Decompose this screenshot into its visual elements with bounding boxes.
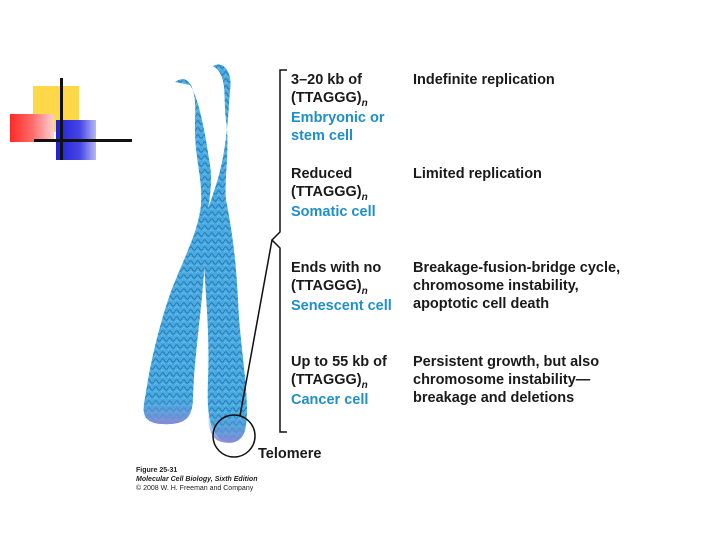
- row3-outcome: Breakage-fusion-bridge cycle, chromosome…: [413, 260, 621, 312]
- figure-book: Molecular Cell Biology, Sixth Edition: [136, 476, 258, 483]
- row4-cell-type: Cancer cell: [291, 392, 369, 408]
- figure-caption: Figure 25-31 Molecular Cell Biology, Six…: [136, 466, 257, 493]
- telomere-circle: [212, 414, 256, 458]
- figure-credit: © 2008 W. H. Freeman and Company: [136, 485, 254, 492]
- row4-outcome: Persistent growth, but also chromosome i…: [413, 354, 600, 406]
- row1-cell-type: Embryonic or stem cell: [291, 110, 385, 144]
- pointer-line: [239, 239, 273, 417]
- row4-condition: Up to 55 kb of (TTAGGG)n Cancer cell: [291, 354, 387, 408]
- decor-horizontal-line: [34, 139, 132, 142]
- row1-condition: 3–20 kb of (TTAGGG)n Embryonic or stem c…: [291, 72, 385, 144]
- figure-number: Figure 25-31: [136, 467, 178, 474]
- row1-outcome: Indefinite replication: [413, 72, 555, 88]
- decor-vertical-line: [60, 78, 63, 160]
- left-chromatid: [143, 79, 212, 425]
- telomere-label: Telomere: [258, 446, 322, 462]
- left-telomere-tip: [143, 395, 193, 425]
- row2-cell-type: Somatic cell: [291, 204, 376, 220]
- row2-condition: Reduced (TTAGGG)n Somatic cell: [291, 166, 376, 220]
- row3-condition: Ends with no (TTAGGG)n Senescent cell: [291, 260, 392, 314]
- right-chromatid: [202, 64, 247, 443]
- decor-red-rectangle: [10, 114, 54, 142]
- row2-outcome: Limited replication: [413, 166, 542, 182]
- right-telomere-tip: [208, 412, 246, 443]
- row3-cell-type: Senescent cell: [291, 298, 392, 314]
- bracket: [270, 69, 287, 433]
